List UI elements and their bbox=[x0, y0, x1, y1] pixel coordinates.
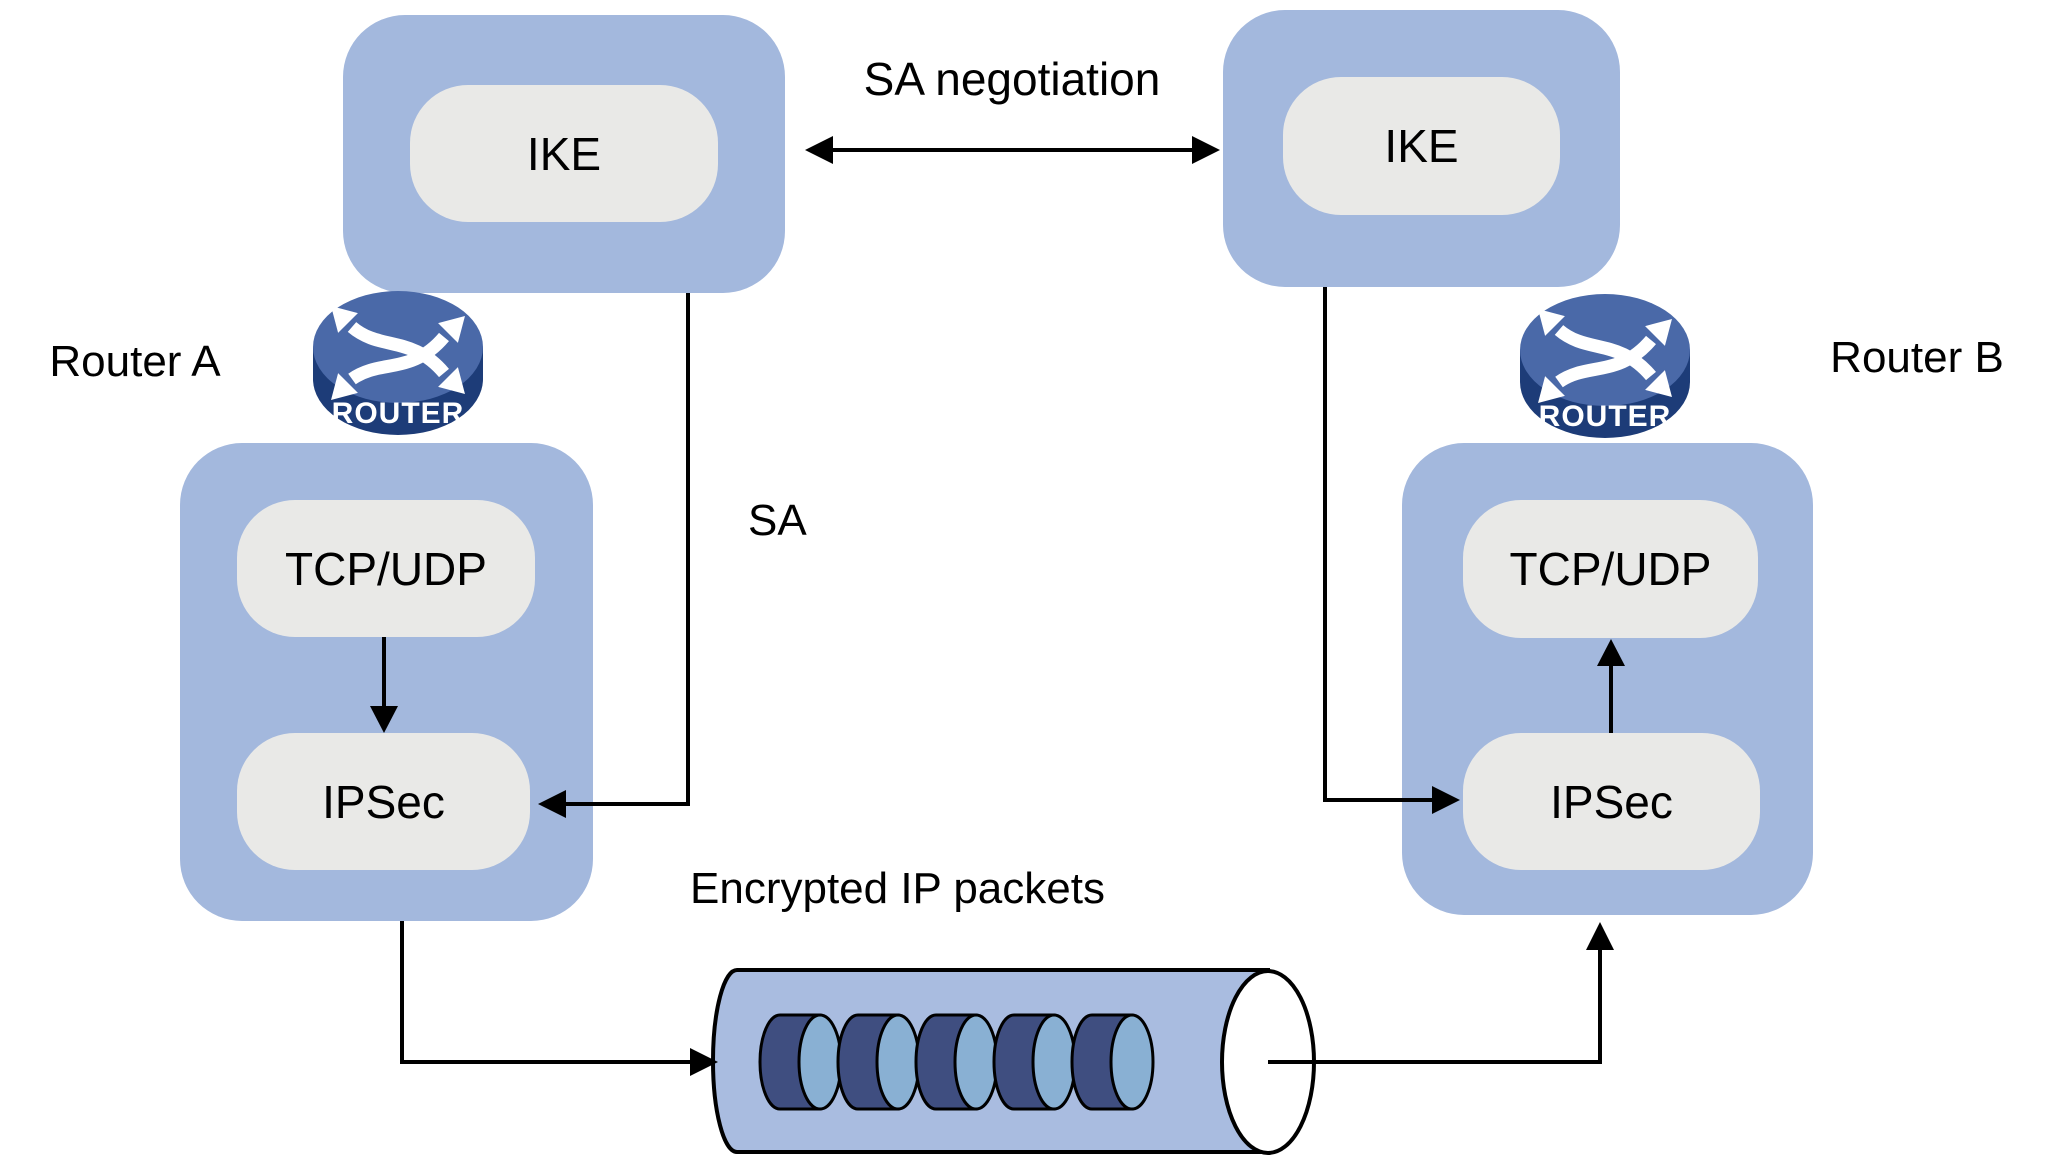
tcp-udp-node-a: TCP/UDP bbox=[237, 500, 535, 637]
ike-node-a-label: IKE bbox=[526, 127, 602, 180]
tunnel-disk bbox=[992, 1013, 1056, 1111]
ipsec-node-b: IPSec bbox=[1463, 733, 1760, 870]
tunnel-body bbox=[711, 968, 1270, 1154]
tcp-udp-node-b-label: TCP/UDP bbox=[1509, 543, 1712, 595]
tunnel-opening bbox=[1220, 969, 1316, 1155]
ipsec-node-a-label: IPSec bbox=[322, 775, 445, 828]
tunnel-disks bbox=[758, 1013, 1155, 1111]
tcp-udp-node-a-label: TCP/UDP bbox=[285, 542, 487, 595]
sa-negotiation-label: SA negotiation bbox=[863, 53, 1161, 105]
tunnel-disk bbox=[914, 1013, 978, 1111]
router-a-icon bbox=[313, 291, 483, 435]
tunnel-disk bbox=[836, 1013, 900, 1111]
tcp-udp-node-b: TCP/UDP bbox=[1463, 500, 1758, 638]
tunnel-disk-face bbox=[797, 1013, 843, 1111]
ipsec-node-b-label: IPSec bbox=[1550, 775, 1673, 828]
tunnel-disk-face bbox=[1031, 1013, 1077, 1111]
ike-node-b-label: IKE bbox=[1384, 120, 1459, 172]
ike-node-b: IKE bbox=[1283, 77, 1560, 215]
tunnel-to-ipsec-b-arrow bbox=[1268, 922, 1614, 1064]
tunnel-disk bbox=[758, 1013, 822, 1111]
tunnel-disk-face bbox=[875, 1013, 921, 1111]
encrypted-packets-label: Encrypted IP packets bbox=[690, 864, 1105, 913]
sa-negotiation-arrow bbox=[805, 136, 1220, 164]
router-a-label: Router A bbox=[49, 337, 221, 386]
sa-label: SA bbox=[748, 496, 807, 545]
router-b-icon bbox=[1520, 294, 1690, 438]
router-b-label: Router B bbox=[1830, 333, 2004, 382]
ike-node-a: IKE bbox=[410, 85, 718, 222]
tunnel-disk-face bbox=[1109, 1013, 1155, 1111]
tunnel-disk-face bbox=[953, 1013, 999, 1111]
ipsec-a-to-tunnel-arrow bbox=[400, 921, 718, 1076]
tunnel-disk bbox=[1070, 1013, 1134, 1111]
ipsec-node-a: IPSec bbox=[237, 733, 530, 870]
